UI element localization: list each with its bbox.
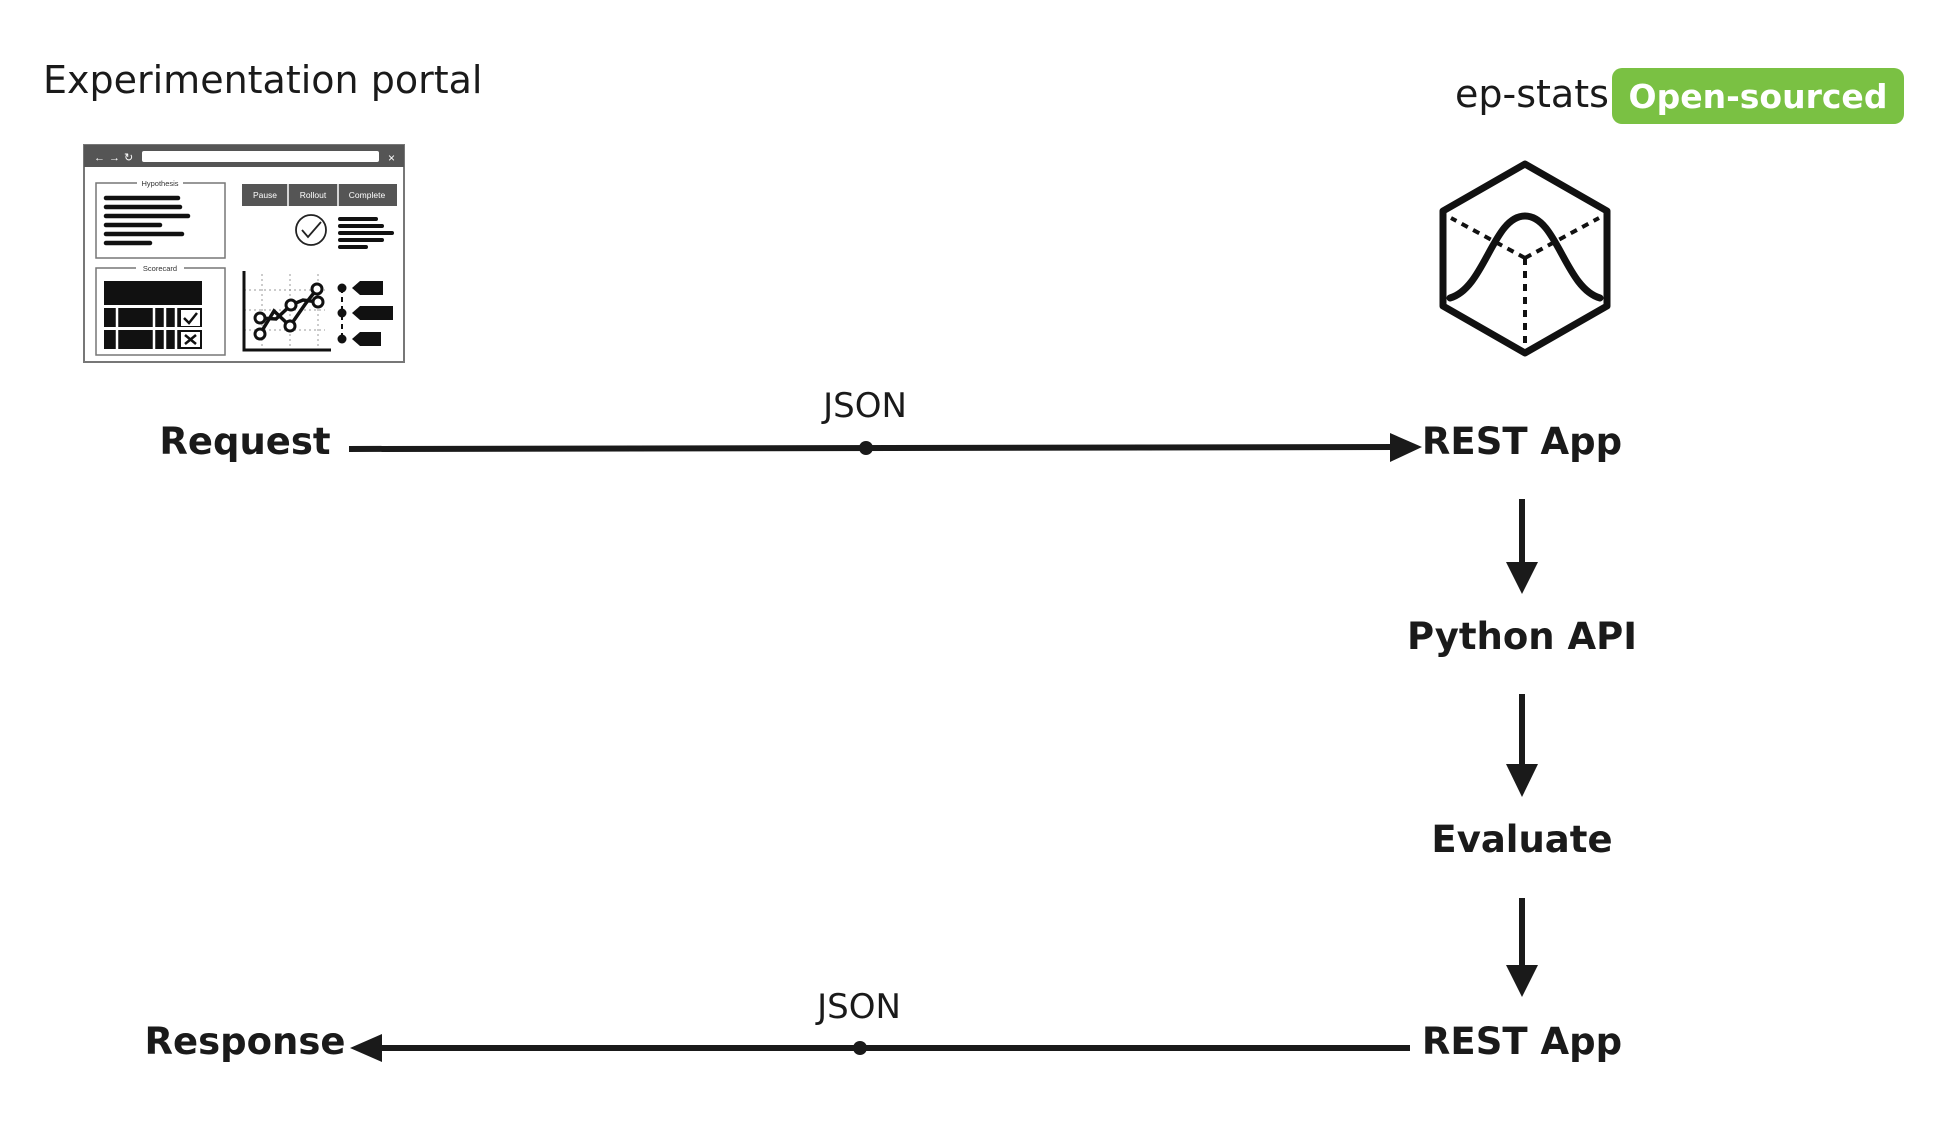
hypothesis-label: Hypothesis [141, 179, 178, 188]
evaluate-node: Evaluate [1431, 818, 1613, 861]
pause-button: Pause [253, 190, 277, 200]
request-node: Request [159, 420, 331, 463]
python-to-evaluate-arrow [1506, 694, 1538, 797]
svg-text:→: → [109, 152, 120, 164]
epstats-title: ep-stats [1455, 72, 1609, 116]
svg-text:↻: ↻ [124, 152, 133, 164]
response-node: Response [144, 1020, 346, 1063]
rollout-button: Rollout [300, 190, 327, 200]
check-circle-icon [295, 214, 327, 246]
rest-app-top-node: REST App [1421, 420, 1623, 463]
rest-app-bottom-node: REST App [1421, 1020, 1623, 1063]
browser-close-icon: × [388, 151, 395, 165]
json-label-bottom: JSON [817, 987, 901, 1027]
request-arrow [348, 433, 1422, 462]
rest-to-python-arrow [1506, 499, 1538, 594]
python-api-node: Python API [1406, 615, 1638, 658]
portal-title: Experimentation portal [43, 58, 483, 102]
open-sourced-badge: Open-sourced [1612, 68, 1904, 124]
json-label-top: JSON [823, 386, 907, 426]
response-arrow [350, 1034, 1410, 1062]
svg-text:←: ← [94, 152, 105, 164]
complete-button: Complete [349, 190, 386, 200]
timeline-tags-icon [337, 281, 393, 346]
line-chart-icon [242, 271, 331, 352]
scorecard-label: Scorecard [143, 264, 177, 273]
hexagon-distribution-icon [1439, 160, 1611, 357]
evaluate-to-rest-arrow [1506, 898, 1538, 997]
